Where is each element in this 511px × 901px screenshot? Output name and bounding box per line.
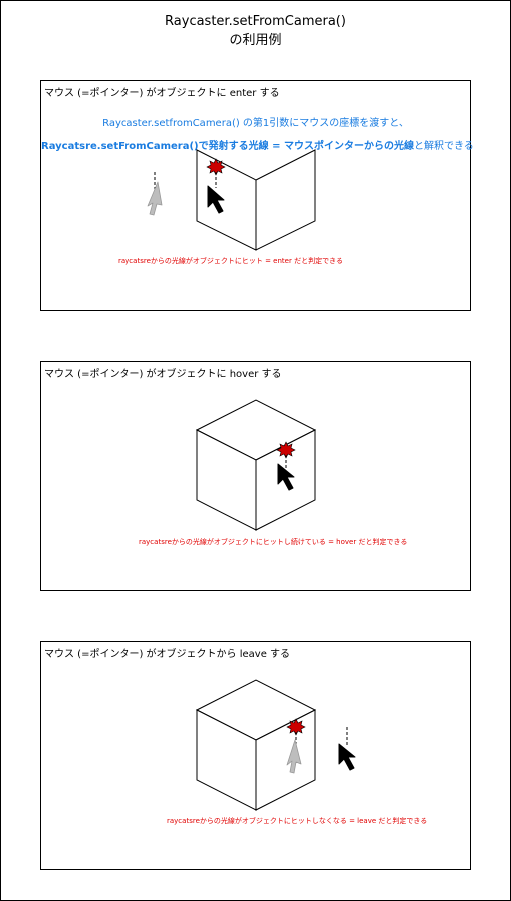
- open-box-shape: [196, 149, 316, 251]
- panel-leave: マウス (=ポインター) がオブジェクトから leave する raycatsr…: [40, 641, 471, 870]
- diagram-subtitle: の利用例: [229, 33, 282, 48]
- cube-shape-leave: [195, 679, 317, 811]
- ghost-pointer-arrow-icon: [147, 181, 163, 216]
- panel-leave-caption: raycatsreからの光線がオブジェクトにヒットしなくなる = leave だ…: [167, 817, 428, 825]
- diagram-title: Raycaster.setFromCamera(): [165, 14, 346, 29]
- pointer-arrow-icon: [338, 743, 356, 771]
- pointer-arrow-icon: [207, 185, 225, 214]
- cube-shape-hover: [195, 399, 317, 531]
- panel-enter-note-1: Raycaster.setfromCamera() の第1引数にマウスの座標を渡…: [102, 118, 409, 129]
- panel-enter-note-2-rest: と解釈できる: [413, 141, 474, 152]
- panel-enter-note-2: Raycatsre.setFromCamera()で発射する光線 = マウスポイ…: [41, 137, 474, 152]
- panel-hover-caption: raycatsreからの光線がオブジェクトにヒットし続けている = hover …: [139, 538, 408, 546]
- panel-hover-label: マウス (=ポインター) がオブジェクトに hover する: [44, 369, 282, 380]
- panel-enter-label: マウス (=ポインター) がオブジェクトに enter する: [44, 88, 280, 99]
- panel-enter-note-2-bold: Raycatsre.setFromCamera()で発射する光線 = マウスポイ…: [41, 141, 414, 152]
- ghost-pointer-arrow-icon: [286, 739, 302, 774]
- panel-leave-label: マウス (=ポインター) がオブジェクトから leave する: [44, 649, 291, 660]
- pointer-arrow-icon: [277, 463, 295, 491]
- panel-enter-caption: raycatsreからの光線がオブジェクトにヒット = enter だと判定でき…: [118, 257, 343, 265]
